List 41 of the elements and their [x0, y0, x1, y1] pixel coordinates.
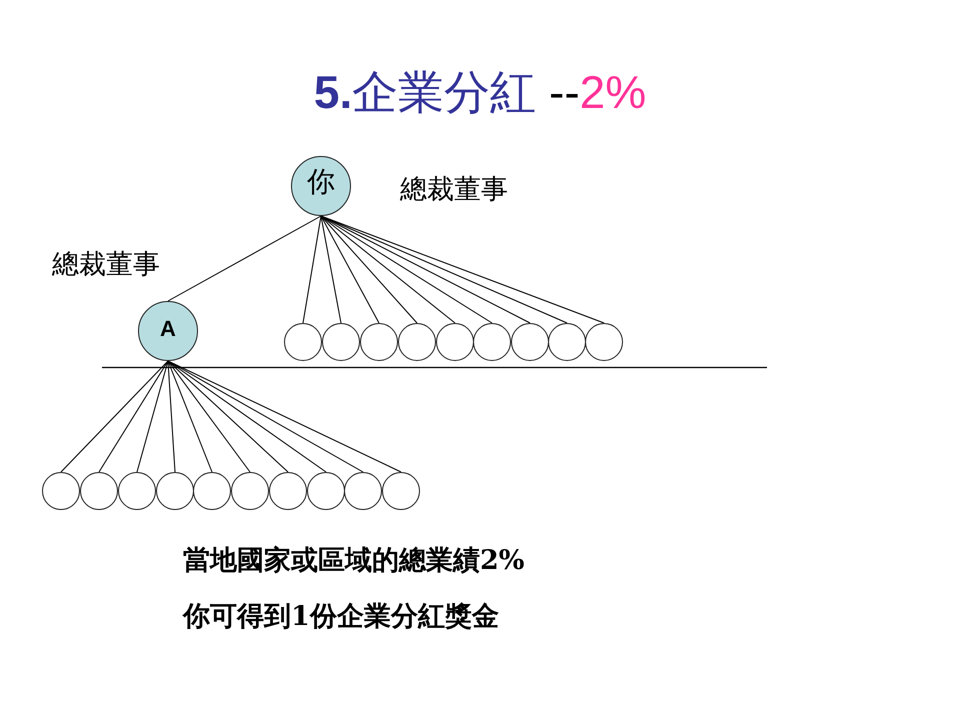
member-circle: [118, 472, 156, 510]
connector-line: [168, 360, 402, 472]
connector-line: [302, 216, 322, 324]
connector-line: [98, 360, 168, 472]
note-text: 你可得到1份企業分紅獎金: [183, 600, 499, 634]
connector-line: [320, 216, 342, 324]
member-circle: [382, 472, 420, 510]
connector-line: [168, 360, 176, 472]
note-text: 當地國家或區域的總業績2%: [183, 544, 524, 578]
role-label: 總裁董事: [400, 174, 508, 206]
member-circle: [473, 323, 511, 361]
connector-line: [320, 216, 380, 324]
member-circle: [80, 472, 118, 510]
connector-line: [60, 360, 168, 472]
member-circle: [231, 472, 269, 510]
node-label: 你: [307, 164, 335, 200]
member-circle: [307, 472, 345, 510]
member-circle: [436, 323, 474, 361]
connector-line: [136, 360, 168, 472]
connector-line: [320, 216, 418, 324]
member-circle: [511, 323, 549, 361]
connector-line: [168, 360, 212, 472]
member-circle: [42, 472, 80, 510]
connector-line: [320, 216, 456, 324]
node-label: A: [160, 316, 176, 342]
connector-line: [168, 216, 322, 302]
member-circle: [344, 472, 382, 510]
member-circle: [193, 472, 231, 510]
connector-line: [168, 360, 250, 472]
member-circle: [284, 323, 322, 361]
member-circle: [360, 323, 398, 361]
member-circle: [585, 323, 623, 361]
title: 5.企業分紅 --2%: [312, 65, 648, 120]
member-circle: [398, 323, 436, 361]
role-label: 總裁董事: [52, 249, 160, 281]
connector-line: [168, 360, 288, 472]
connector-line: [168, 360, 364, 472]
member-circle: [269, 472, 307, 510]
member-circle: [548, 323, 586, 361]
member-circle: [322, 323, 360, 361]
member-circle: [156, 472, 194, 510]
